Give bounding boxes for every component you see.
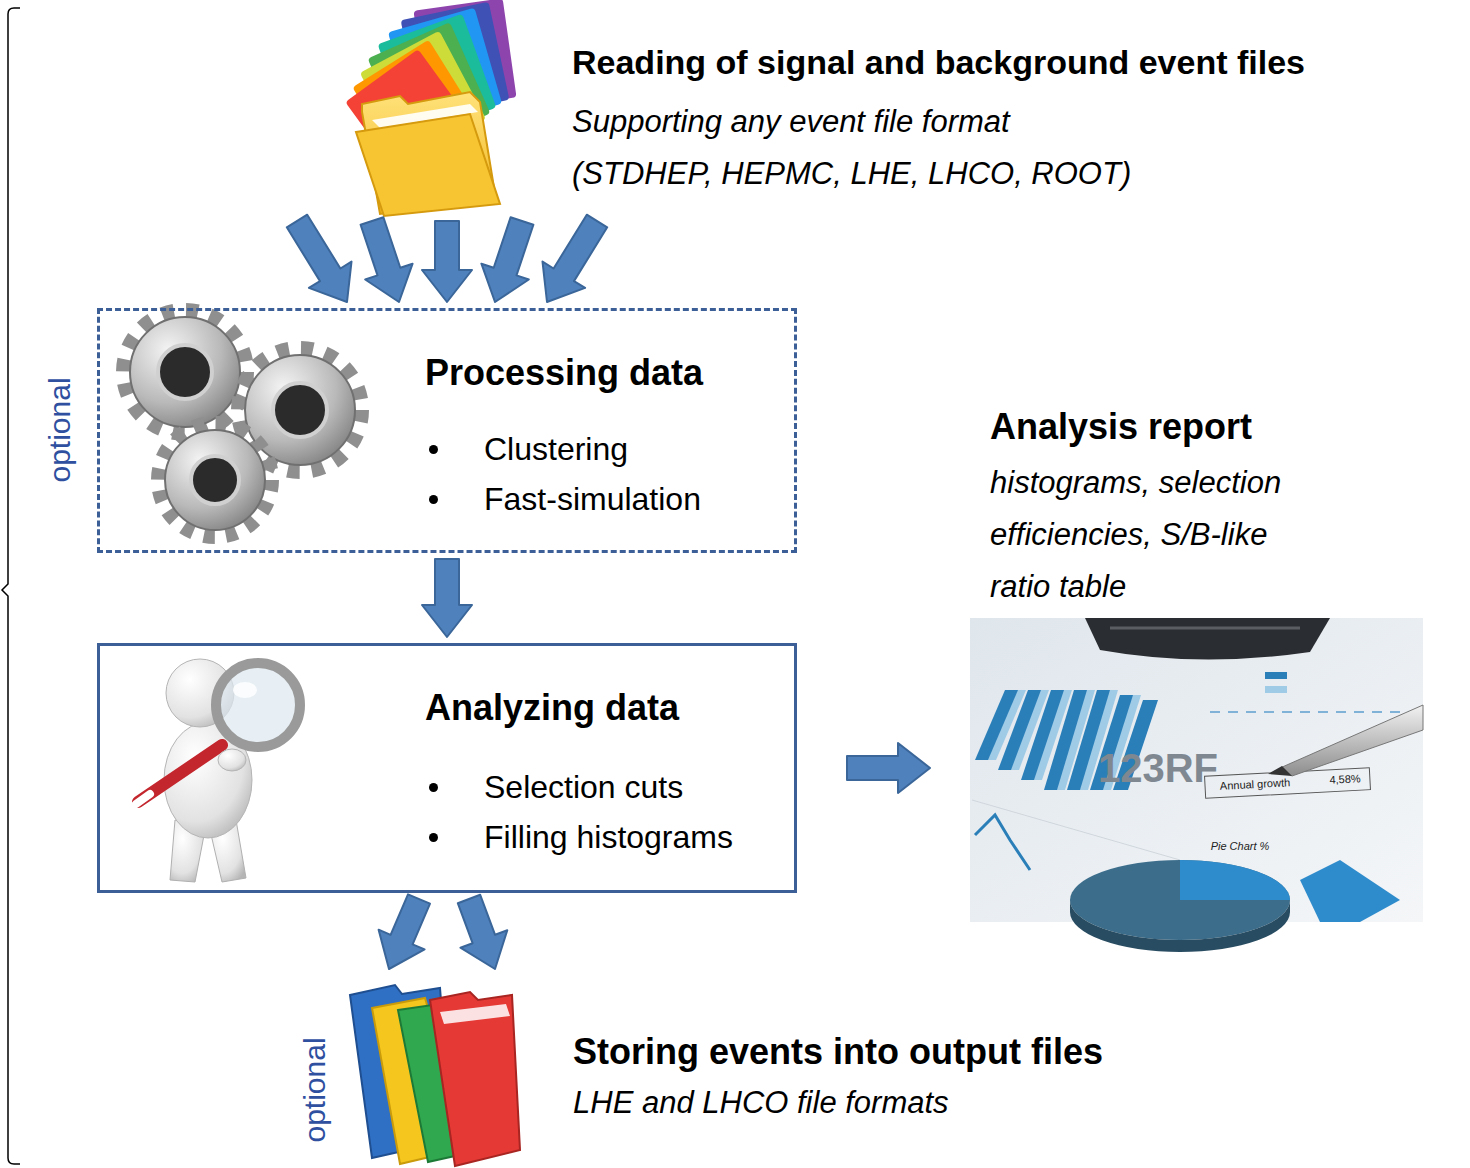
illustration-part — [1268, 766, 1292, 776]
magnifier-figure — [136, 659, 300, 882]
illustration-part — [124, 311, 246, 433]
illustration-part — [159, 424, 271, 536]
block-arrow-shape — [379, 894, 430, 969]
block-arrow — [287, 215, 607, 302]
illustration-part — [191, 456, 239, 504]
bullet-dot — [429, 783, 438, 792]
stage-description: Supporting any event file format (STDHEP… — [572, 96, 1150, 200]
illustration-part — [440, 1004, 510, 1024]
illustration-part — [136, 794, 150, 804]
block-arrow-shape — [481, 217, 533, 302]
block-arrow — [847, 743, 930, 793]
stage-heading: Reading of signal and background event f… — [572, 42, 1305, 83]
illustration-part — [1300, 860, 1400, 922]
block-arrow-shape — [422, 559, 472, 637]
block-arrow-shape — [543, 215, 608, 302]
stage-heading: Processing data — [425, 351, 703, 394]
illustration-part — [1070, 860, 1290, 940]
illustration-part — [975, 815, 1030, 870]
process-box: Processing dataClusteringFast-simulation — [97, 308, 797, 553]
bullet-item: Selection cuts — [484, 768, 683, 806]
illustration-part — [430, 992, 520, 1166]
photo-text: Pie Chart % — [1211, 840, 1270, 852]
illustration-part — [2, 8, 20, 1164]
process-box: Analyzing dataSelection cutsFilling hist… — [97, 643, 797, 893]
report-stage: Analysis report histograms, selection eff… — [968, 395, 1438, 925]
bullet-dot — [429, 495, 438, 504]
illustration-part — [1210, 711, 1423, 713]
output-folder-icon — [350, 985, 520, 1166]
illustration-part — [972, 800, 1180, 860]
optional-label: optional — [43, 377, 77, 482]
stage-heading: Analysis report — [990, 405, 1252, 448]
illustration-part — [1265, 686, 1287, 693]
stage-description: LHE and LHCO file formats — [573, 1077, 949, 1129]
stage-description: histograms, selection efficiencies, S/B-… — [990, 457, 1290, 613]
illustration-part — [1070, 900, 1290, 952]
illustration-part — [130, 317, 240, 427]
stage-heading: Storing events into output files — [573, 1030, 1103, 1073]
block-arrow-shape — [458, 895, 508, 969]
optional-label: optional — [298, 1037, 332, 1142]
photo-text: Annual growth — [1220, 776, 1291, 792]
block-arrow-shape — [422, 221, 472, 302]
bullet-item: Fast-simulation — [484, 480, 701, 518]
illustration-part — [273, 383, 327, 437]
block-arrow-shape — [287, 215, 352, 302]
bullet-item: Filling histograms — [484, 818, 733, 856]
bullet-item: Clustering — [484, 430, 628, 468]
stage-heading: Analyzing data — [425, 686, 679, 729]
illustration-part — [218, 749, 246, 771]
photo-text: 4,58% — [1329, 772, 1361, 786]
bullet-dot — [429, 833, 438, 842]
illustration-part — [1280, 705, 1423, 776]
illustration-part — [233, 682, 257, 698]
block-arrow — [379, 894, 508, 969]
folder-icon — [345, 0, 516, 216]
illustration-part — [1085, 618, 1330, 660]
illustration-part — [1265, 672, 1287, 679]
illustration-part — [356, 114, 500, 216]
block-arrow-shape — [847, 743, 930, 793]
report-photo — [970, 618, 1423, 952]
block-arrow — [422, 559, 472, 637]
output-stage: Storing events into output filesLHE and … — [340, 975, 1460, 1165]
input-stage: Reading of signal and background event f… — [340, 10, 1465, 215]
bullet-dot — [429, 445, 438, 454]
illustration-part — [1180, 860, 1290, 900]
illustration-part — [165, 430, 265, 530]
brace — [2, 8, 20, 1164]
block-arrow-shape — [361, 217, 413, 302]
illustration-part — [158, 345, 212, 399]
illustration-part — [1110, 627, 1300, 630]
illustration-part — [970, 618, 1423, 922]
watermark: 123RF — [1098, 746, 1218, 791]
illustration-part — [216, 663, 300, 747]
gears-icon — [124, 311, 361, 536]
